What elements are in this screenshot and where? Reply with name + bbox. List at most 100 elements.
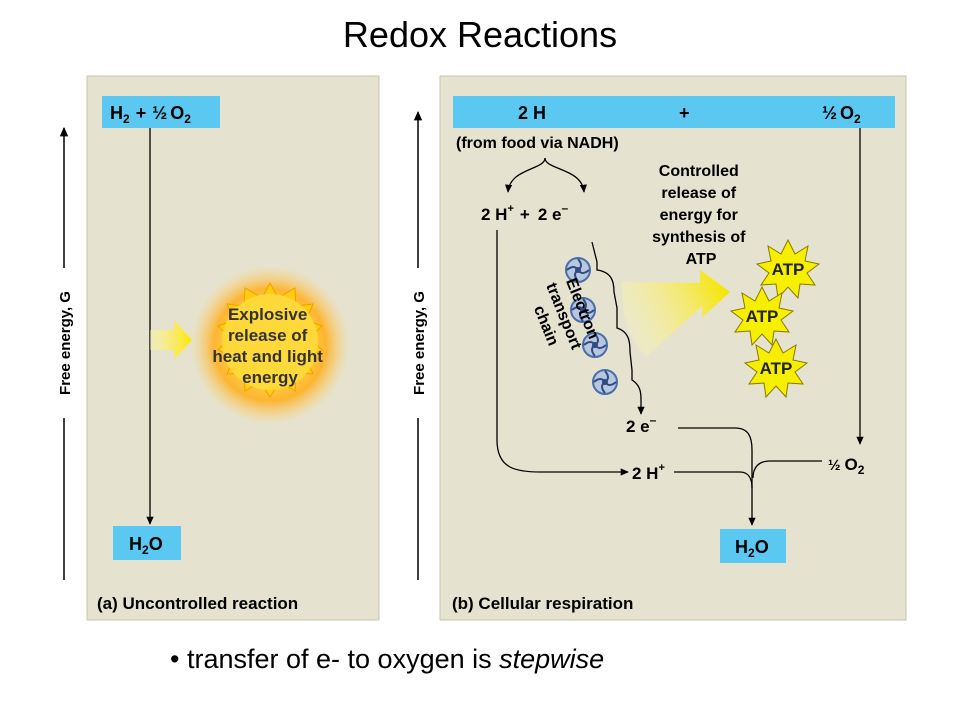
controlled-label-line: energy for: [660, 207, 738, 224]
panel-b-energy-axis: Free energy, G: [406, 110, 430, 580]
panel-a-axis-label-bg: [52, 268, 76, 418]
panel-b-product-box: H2O: [720, 529, 786, 563]
protons-out-label: 2 H+: [632, 462, 665, 483]
h-symbol: H: [735, 537, 748, 557]
panel-a-energy-axis: Free energy, G: [52, 126, 76, 580]
panel-a-axis-label: Free energy, G: [57, 291, 74, 395]
electron-carrier-pinwheel-icon: [592, 369, 618, 395]
electrons-out-label: 2 e–: [626, 413, 657, 436]
panel-b-background: [439, 75, 907, 621]
atp-starburst-icon: ATP: [729, 285, 795, 347]
source-label: (from food via NADH): [456, 135, 619, 152]
panel-a-reactant-bg: [102, 96, 220, 128]
electrons-to-water-arrow: [678, 427, 756, 526]
panel-a-product-box: H2O: [113, 526, 181, 560]
h-subscript: 2: [142, 543, 149, 557]
bullet-marker: •: [170, 644, 180, 674]
panel-a-product-formula: H2O: [129, 534, 163, 557]
electron-carrier-pinwheel-icon: [565, 257, 591, 283]
o-symbol: O: [149, 534, 163, 554]
h-subscript: 2: [748, 546, 755, 560]
controlled-label-line: release of: [661, 185, 736, 202]
explosion-label-line: Explosive: [228, 305, 307, 324]
electrons-out-text: 2 e: [626, 417, 650, 436]
carrier-blades: [571, 298, 595, 322]
panel-a-energy-arrow: [150, 320, 192, 360]
electron-carrier-pinwheel-icon: [570, 297, 596, 323]
panel-b-axis-label: Free energy, G: [411, 291, 428, 395]
carrier-blades: [583, 333, 607, 357]
h2-symbol: H: [110, 103, 123, 123]
protons-out-charge: +: [658, 462, 664, 474]
half-fraction: ½: [152, 103, 167, 123]
o2-subscript: 2: [184, 112, 191, 126]
explosion-label-line: release of: [228, 326, 308, 345]
atp-burst-shape: [729, 285, 795, 347]
o-symbol: O: [755, 537, 769, 557]
panel-b-axis-label-bg: [406, 268, 430, 418]
oxygen-symbol: O: [845, 455, 858, 474]
atp-label: ATP: [772, 260, 805, 279]
explosion-core: [222, 294, 318, 390]
controlled-release-label: Controlled release of energy for synthes…: [652, 163, 750, 268]
carrier-blades: [566, 258, 590, 282]
o2-symbol: O: [170, 103, 184, 123]
explosion-label-line: energy: [242, 368, 298, 387]
electron-staircase-arrow: [591, 241, 645, 415]
bullet-emphasis: stepwise: [499, 644, 605, 674]
protons-label: 2 H: [481, 205, 507, 224]
bullet-point: • transfer of e- to oxygen is stepwise: [170, 644, 604, 675]
panel-b-product-formula: H2O: [735, 537, 769, 560]
plus-sign: +: [679, 103, 690, 123]
protons-path-arrow: [496, 230, 629, 476]
half-fraction: ½: [822, 103, 837, 123]
page-title: Redox Reactions: [342, 14, 618, 55]
controlled-label-line: ATP: [686, 251, 717, 268]
plus-sign: +: [136, 103, 147, 123]
cone-shape: [621, 270, 730, 357]
panel-b-reactant-bg: [453, 96, 895, 128]
explosion-burst-icon: [190, 265, 350, 425]
atp-label: ATP: [746, 307, 779, 326]
split-arrow-electrons: [544, 157, 588, 193]
two-h-label: 2 H: [518, 103, 546, 123]
panel-b-caption: (b) Cellular respiration: [452, 594, 633, 613]
panel-a-product-bg: [113, 526, 181, 560]
o-subscript: 2: [854, 112, 861, 126]
o-symbol: O: [840, 103, 854, 123]
carrier-blades: [593, 370, 617, 394]
carrier-hub: [575, 267, 581, 273]
panel-a-caption: (a) Uncontrolled reaction: [97, 594, 298, 613]
electron-charge: –: [561, 201, 568, 215]
panel-b-product-bg: [720, 529, 786, 563]
carrier-hub: [592, 342, 598, 348]
carrier-hub: [602, 379, 608, 385]
split-label: 2 H++2 e–: [481, 201, 568, 224]
atp-starburst-icon: ATP: [743, 337, 809, 399]
h2-subscript: 2: [123, 112, 130, 126]
proton-charge: +: [507, 203, 513, 215]
electron-carrier-pinwheel-icon: [582, 332, 608, 358]
controlled-release-arrow: [621, 270, 730, 357]
electrons-out-charge: –: [650, 413, 657, 427]
explosion-label: Explosive release of heat and light ener…: [212, 305, 327, 387]
electrons-label: 2 e: [538, 205, 562, 224]
bullet-text: transfer of e- to oxygen is: [186, 644, 492, 674]
protons-to-water-arrow: [674, 471, 753, 489]
plus-sign: +: [520, 205, 530, 224]
controlled-label-line: synthesis of: [652, 229, 746, 246]
explosion-label-line: heat and light: [212, 347, 323, 366]
atp-burst-shape: [755, 238, 821, 300]
protons-out-text: 2 H: [632, 464, 658, 483]
oxygen-to-water-arrow: [752, 460, 822, 479]
h-symbol: H: [129, 534, 142, 554]
atp-label: ATP: [760, 359, 793, 378]
atp-burst-shape: [743, 337, 809, 399]
